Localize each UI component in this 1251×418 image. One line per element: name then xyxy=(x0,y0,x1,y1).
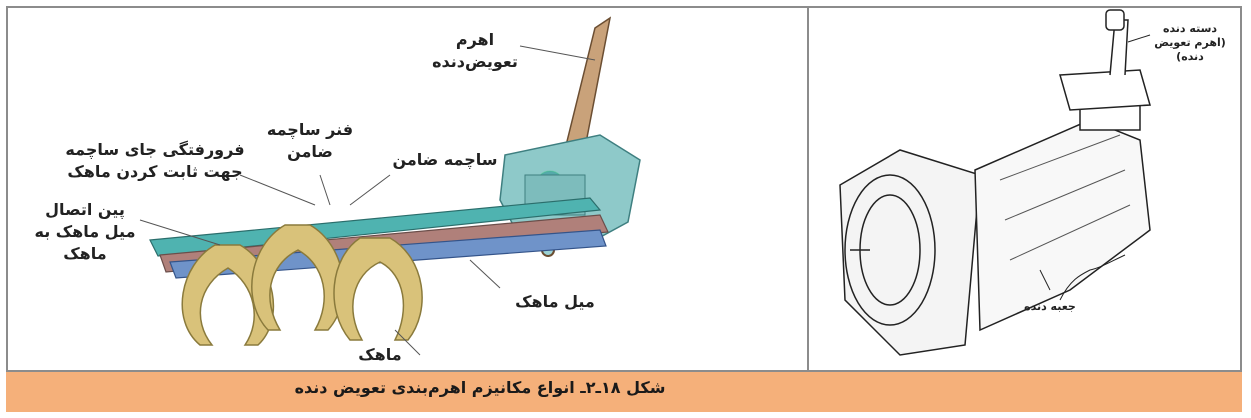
label-gearbox: جعبه دنده xyxy=(1010,300,1090,314)
gearbox-illustration xyxy=(0,0,1251,370)
figure-caption: شکل ۱۸ـ۲ـ انواع مکانیزم اهرم‌بندی تعویض … xyxy=(160,378,800,397)
label-gear-stick-3: دنده) xyxy=(1160,50,1220,64)
label-gear-stick-2: (اهرم تعویض xyxy=(1140,36,1240,50)
label-gear-stick-1: دسته دنده xyxy=(1140,22,1240,36)
